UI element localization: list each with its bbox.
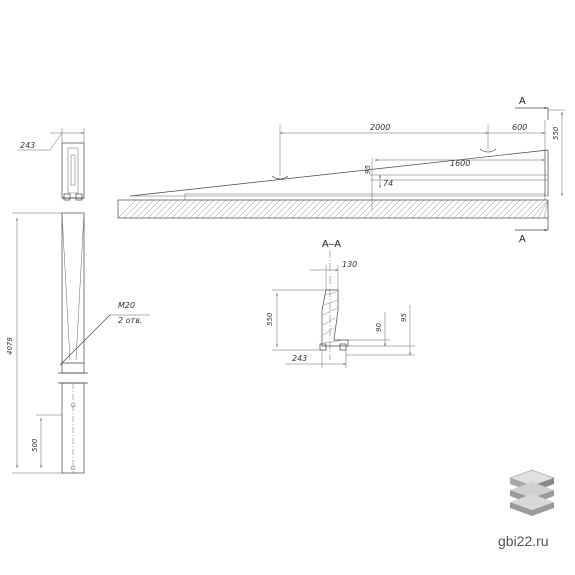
- hatch-line: [261, 199, 281, 219]
- hatch-line: [447, 199, 467, 219]
- hatch-line: [177, 199, 197, 219]
- dim-top-span: 2000: [370, 123, 390, 132]
- hatch-line: [255, 199, 275, 219]
- hatch-line: [489, 199, 509, 219]
- hatch-line: [423, 199, 443, 219]
- hatch-line: [285, 199, 305, 219]
- hatch-line: [405, 199, 425, 219]
- dim-left-width: 243: [20, 141, 35, 150]
- hatch-line: [339, 199, 359, 219]
- hatch-line: [543, 199, 549, 219]
- hatch-line: [327, 199, 347, 219]
- hatch-line: [147, 199, 167, 219]
- brand-site-label: gbi22.ru: [498, 533, 549, 549]
- label-bolt-holes: 2 отв.: [118, 316, 142, 325]
- dim-notch-b: 95: [400, 313, 408, 322]
- hatch-line: [207, 199, 227, 219]
- hatch-line: [387, 199, 407, 219]
- dim-section-bottom: 243: [292, 354, 307, 363]
- dim-small-b: 74: [383, 179, 393, 188]
- dim-notch-a: 90: [375, 323, 383, 332]
- hatch-line: [411, 199, 431, 219]
- label-bolt-size: M20: [118, 301, 135, 310]
- hatch-line: [279, 199, 299, 219]
- hatch-line: [267, 199, 287, 219]
- hatch-line: [333, 199, 353, 219]
- hatch-line: [237, 199, 257, 219]
- hatch-line: [417, 199, 437, 219]
- hatch-line: [399, 199, 419, 219]
- hatch-line: [231, 199, 251, 219]
- hatch-line: [381, 199, 401, 219]
- slab-elevation: 2000 600 550 1600 95 74 A A: [117, 96, 565, 245]
- dim-small-a: 95: [364, 165, 372, 174]
- hatch-line: [243, 199, 263, 219]
- hatch-line: [525, 199, 545, 219]
- hatch-line: [291, 199, 311, 219]
- hatch-line: [537, 199, 549, 219]
- hatch-line: [357, 199, 377, 219]
- hatch-line: [315, 199, 335, 219]
- hatch-line: [465, 199, 485, 219]
- dim-left-sub: 500: [31, 438, 39, 452]
- hatch-line: [393, 199, 413, 219]
- hatch-line: [159, 199, 179, 219]
- dim-section-height: 550: [266, 312, 274, 326]
- hatch-line: [477, 199, 497, 219]
- section-mark-bottom: A: [519, 234, 526, 245]
- hatch-line: [483, 199, 503, 219]
- hatch-line: [501, 199, 521, 219]
- section-a-a: A–A 130 550 243 90 95: [266, 239, 415, 368]
- hatch-line: [183, 199, 203, 219]
- dim-mid-span: 1600: [450, 159, 470, 168]
- dim-left-height: 4078: [6, 337, 14, 355]
- hatch-line: [531, 199, 549, 219]
- hatch-line: [171, 199, 191, 219]
- hatch-line: [153, 199, 173, 219]
- hatch-line: [429, 199, 449, 219]
- hatch-line: [165, 199, 185, 219]
- hatch-line: [135, 199, 155, 219]
- stacked-slabs-icon: [509, 469, 555, 516]
- hatch-line: [225, 199, 245, 219]
- hatch-line: [303, 199, 323, 219]
- hatch-line: [345, 199, 365, 219]
- column-top-view: 243: [18, 128, 85, 201]
- hatch-line: [507, 199, 527, 219]
- hatch-line: [351, 199, 371, 219]
- hatch-line: [123, 199, 143, 219]
- hatch-line: [297, 199, 317, 219]
- hatch-line: [519, 199, 539, 219]
- hatch-line: [471, 199, 491, 219]
- hatch-line: [363, 199, 383, 219]
- hatch-line: [213, 199, 233, 219]
- hatch-line: [453, 199, 473, 219]
- hatch-line: [375, 199, 395, 219]
- dim-top-height: 550: [552, 126, 560, 140]
- hatch-line: [369, 199, 389, 219]
- hatch-line: [309, 199, 329, 219]
- hatch-line: [219, 199, 239, 219]
- column-elevation: M20 2 отв. 4078 500: [6, 212, 150, 474]
- hatch-line: [459, 199, 479, 219]
- hatch-line: [435, 199, 455, 219]
- dim-section-top: 130: [342, 260, 357, 269]
- hatch-line: [273, 199, 293, 219]
- hatch-line: [321, 199, 341, 219]
- hatch-line: [189, 199, 209, 219]
- hatch-line: [195, 199, 215, 219]
- hatch-line: [129, 199, 149, 219]
- hatch-line: [141, 199, 161, 219]
- hatch-line: [441, 199, 461, 219]
- section-mark-top: A: [519, 96, 526, 107]
- hatch-line: [249, 199, 269, 219]
- hatch-line: [201, 199, 221, 219]
- hatch-line: [513, 199, 533, 219]
- hatch-line: [495, 199, 515, 219]
- dim-top-right: 600: [512, 123, 527, 132]
- hatch-line: [117, 199, 137, 219]
- section-title: A–A: [322, 239, 341, 250]
